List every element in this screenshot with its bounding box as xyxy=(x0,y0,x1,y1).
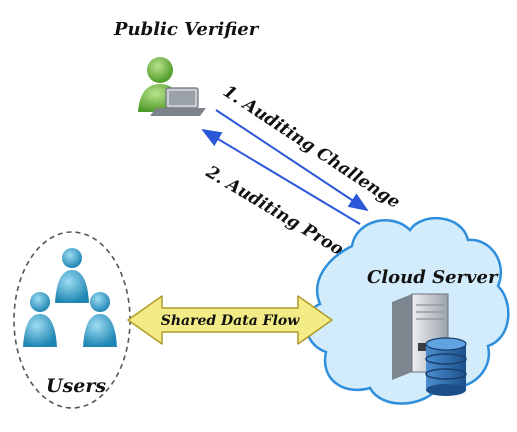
server-database-icon xyxy=(392,293,467,396)
proof-label: 2. Auditing Proof xyxy=(202,162,356,265)
shared-data-flow-arrow xyxy=(127,295,333,345)
users-label: Users xyxy=(46,375,106,397)
person-laptop-icon xyxy=(138,57,206,116)
shared-data-flow-label: Shared Data Flow xyxy=(161,313,301,329)
verifier-label: Public Verifier xyxy=(113,19,260,40)
user-group-icon xyxy=(23,248,117,347)
challenge-arrow xyxy=(215,109,369,212)
cloud-server-label: Cloud Server xyxy=(367,267,499,288)
proof-arrow xyxy=(201,128,361,225)
